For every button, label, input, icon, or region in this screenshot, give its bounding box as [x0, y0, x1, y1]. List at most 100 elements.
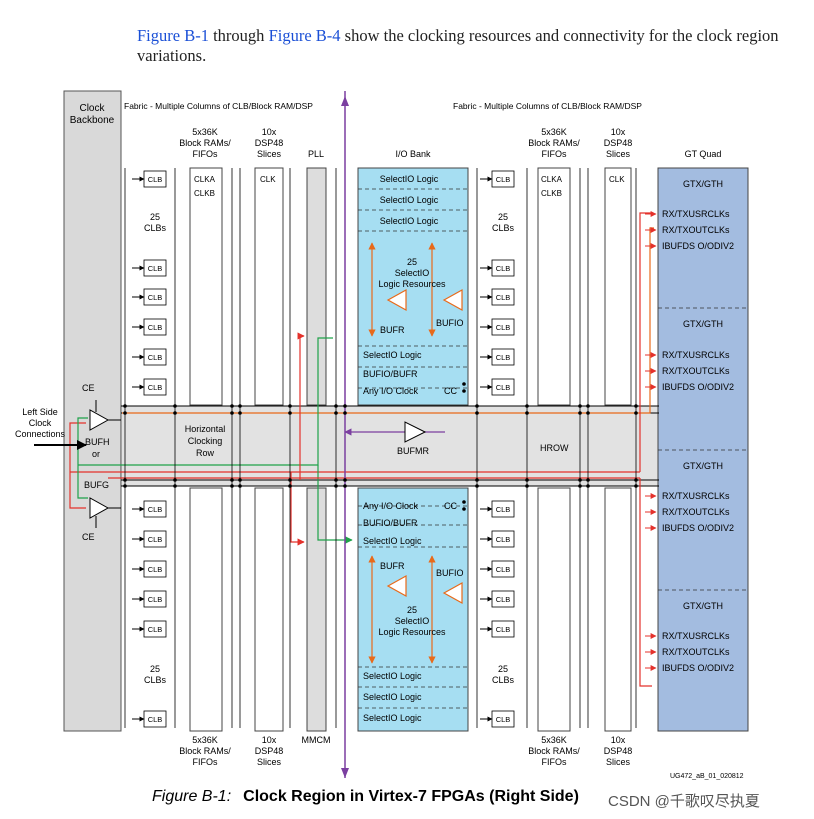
clb-label: CLB	[148, 353, 163, 362]
bram-footer-right-1: 5x36K	[541, 735, 567, 745]
junction-dot	[475, 411, 479, 415]
gt-signal-label: RX/TXOUTCLKs	[662, 225, 730, 235]
clb-label: CLB	[148, 715, 163, 724]
cc-top: CC	[444, 386, 457, 396]
clb-left-top-5: CLB	[132, 378, 167, 396]
dsp-footer-right-1: 10x	[611, 735, 626, 745]
dsp-footer-right-3: Slices	[606, 757, 631, 767]
clb-label: CLB	[496, 595, 511, 604]
gtx-gth-4: GTX/GTH	[683, 601, 723, 611]
clb-right-top-0: CLB	[480, 170, 515, 188]
left-side-label-3: Connections	[15, 429, 66, 439]
clb-label: CLB	[496, 293, 511, 302]
figure-b4-link[interactable]: Figure B-4	[268, 26, 341, 45]
selectio-logic-6: SelectIO Logic	[363, 671, 422, 681]
selectio-logic-7: SelectIO Logic	[363, 692, 422, 702]
bram-footer-left-1: 5x36K	[192, 735, 218, 745]
green-left-vertical-bottom	[77, 465, 88, 499]
clb-left-bottom-2: CLB	[132, 560, 167, 578]
green-clock-line-lower	[317, 465, 353, 544]
bram-column-right-top	[537, 167, 571, 406]
cc-dots	[462, 382, 466, 511]
junction-dot	[525, 484, 529, 488]
clka-right: CLKA	[541, 175, 563, 184]
dsp-footer-left-1: 10x	[262, 735, 277, 745]
junction-dot	[343, 404, 347, 408]
bram-footer-right-2: Block RAMs/	[528, 746, 580, 756]
backbone-lines	[124, 168, 637, 728]
ce-label-top: CE	[82, 383, 95, 393]
clb-right-bottom-0: CLB	[480, 500, 515, 518]
ce-label-bottom: CE	[82, 532, 95, 542]
intro-paragraph: Figure B-1 through Figure B-4 show the c…	[137, 26, 802, 66]
junction-dot	[343, 411, 347, 415]
bram-column-right-bottom	[537, 487, 571, 732]
bufg-triangle	[89, 497, 110, 519]
bram-footer-left-2: Block RAMs/	[179, 746, 231, 756]
clka-left: CLKA	[194, 175, 216, 184]
bram-column-left-bottom	[189, 487, 223, 732]
gt-signal-label: RX/TXUSRCLKs	[662, 631, 730, 641]
hrow-label: HROW	[540, 443, 569, 453]
junction-dot	[230, 411, 234, 415]
bufio-bufr-bottom: BUFIO/BUFR	[363, 518, 418, 528]
selectio-resources-5: SelectIO	[395, 616, 430, 626]
clbs-count-right-top-1: 25	[498, 212, 508, 222]
dsp-header-left-1: 10x	[262, 127, 277, 137]
clkb-right: CLKB	[541, 189, 562, 198]
clb-left-top-2: CLB	[132, 288, 167, 306]
clbs-count-right-bottom-2: CLBs	[492, 675, 515, 685]
clbs-count-right-top-2: CLBs	[492, 223, 515, 233]
bram-header-right-1: 5x36K	[541, 127, 567, 137]
junction-dot	[343, 484, 347, 488]
caption-number: Figure B-1:	[152, 788, 232, 805]
or-label: or	[92, 449, 100, 459]
intro-text-mid: through	[208, 26, 269, 45]
figure-b1-link[interactable]: Figure B-1	[137, 26, 209, 45]
mmcm-label: MMCM	[302, 735, 331, 745]
fabric-right-label: Fabric - Multiple Columns of CLB/Block R…	[453, 101, 642, 111]
clb-label: CLB	[496, 383, 511, 392]
dashed-separators	[358, 188, 748, 709]
clb-right-top-4: CLB	[480, 348, 515, 366]
clbs-count-left-bottom-1: 25	[150, 664, 160, 674]
cc-bottom: CC	[444, 501, 457, 511]
clb-right-bottom-1: CLB	[480, 530, 515, 548]
clb-label: CLB	[148, 595, 163, 604]
junction-dot	[123, 404, 127, 408]
clb-right-bottom-4: CLB	[480, 620, 515, 638]
clb-label: CLB	[148, 264, 163, 273]
clb-label: CLB	[496, 175, 511, 184]
clb-label: CLB	[148, 383, 163, 392]
clk-right: CLK	[609, 175, 625, 184]
clb-left-bottom-3: CLB	[132, 590, 167, 608]
bram-header-right-3: FIFOs	[542, 149, 567, 159]
clb-left-top-1: CLB	[132, 259, 167, 277]
horizontal-clocking-row-2: Clocking	[188, 436, 223, 446]
bufio-triangle-top	[442, 288, 463, 312]
clb-label: CLB	[496, 715, 511, 724]
clb-right-top-2: CLB	[480, 288, 515, 306]
red-left-vertical	[69, 472, 86, 509]
bufr-label-bottom: BUFR	[380, 561, 405, 571]
dsp-column-left-top	[254, 167, 284, 406]
bufmr-triangle	[404, 421, 427, 443]
junction-dot	[173, 411, 177, 415]
junction-dot	[586, 484, 590, 488]
clbs-count-left-bottom-2: CLBs	[144, 675, 167, 685]
clb-label: CLB	[148, 535, 163, 544]
caption-title: Clock Region in Virtex-7 FPGAs (Right Si…	[243, 788, 579, 805]
bufio-bufr-top: BUFIO/BUFR	[363, 369, 418, 379]
junction-dot	[634, 478, 638, 482]
selectio-resources-1: 25	[407, 257, 417, 267]
horizontal-clocking-row-3: Row	[196, 448, 215, 458]
bram-footer-right-3: FIFOs	[542, 757, 567, 767]
junction-dot	[288, 411, 292, 415]
horizontal-clocking-row-1: Horizontal	[185, 424, 226, 434]
gt-signal-label: RX/TXOUTCLKs	[662, 366, 730, 376]
selectio-logic-3: SelectIO Logic	[380, 216, 439, 226]
gt-signal-label: RX/TXOUTCLKs	[662, 647, 730, 657]
clbs-count-right-bottom-1: 25	[498, 664, 508, 674]
dsp-header-right-1: 10x	[611, 127, 626, 137]
dsp-footer-left-3: Slices	[257, 757, 282, 767]
